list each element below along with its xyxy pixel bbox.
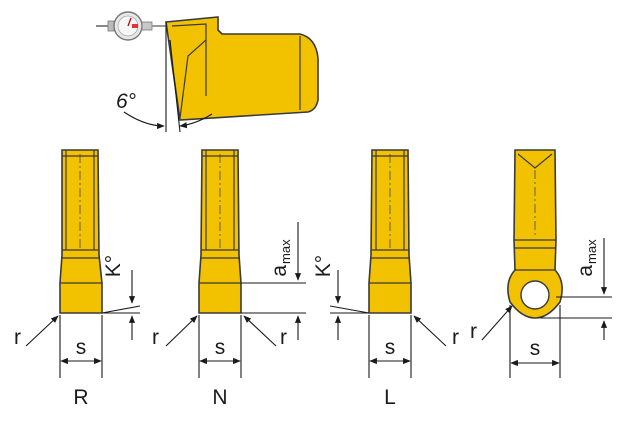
radius-label-full: r — [470, 320, 477, 343]
width-label-full: s — [530, 337, 541, 360]
gauge-icon — [96, 11, 166, 41]
radius-label-L: r — [452, 326, 459, 349]
kappa-label-L: K° — [312, 255, 335, 277]
insert-L: K° r s L — [312, 149, 459, 409]
insert-full-radius: amax r s — [470, 149, 612, 378]
width-label-L: s — [385, 336, 396, 359]
variant-label-L: L — [384, 386, 396, 409]
insert-N: amax r r s N — [152, 149, 306, 409]
width-label-R: s — [76, 336, 87, 359]
kappa-label-R: K° — [102, 255, 125, 277]
variant-label-R: R — [73, 386, 88, 409]
radius-label-N-left: r — [152, 326, 159, 349]
side-view: 6° — [96, 11, 319, 133]
amax-label-N: amax — [268, 239, 293, 277]
angle-label: 6° — [116, 90, 136, 113]
radius-label-R: r — [14, 326, 21, 349]
variant-label-N: N — [212, 386, 227, 409]
radius-label-N-right: r — [280, 326, 287, 349]
insert-R: K° r s R — [14, 149, 141, 409]
amax-label-full: amax — [574, 239, 599, 277]
width-label-N: s — [215, 336, 226, 359]
